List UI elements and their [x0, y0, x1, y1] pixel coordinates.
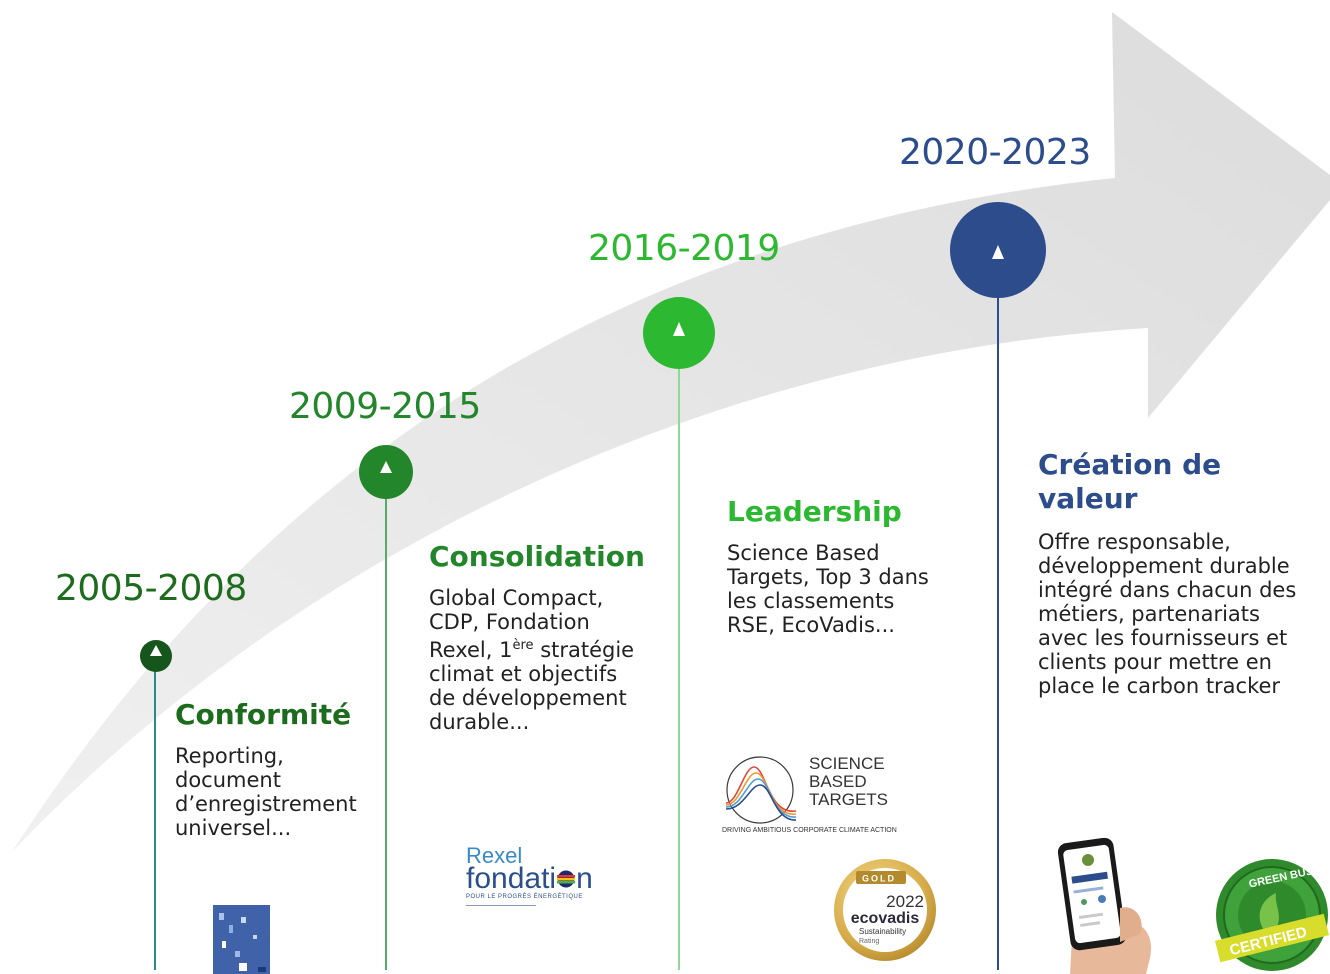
- stage-title: Leadership: [727, 495, 902, 528]
- sbt-tagline: DRIVING AMBITIOUS CORPORATE CLIMATE ACTI…: [722, 827, 897, 834]
- stage-description-part: Global Compact, CDP, Fondation Rexel, 1: [429, 586, 604, 662]
- arrowhead-icon: [150, 645, 162, 656]
- ecovadis-gold-medal: GOLD 2022 ecovadis Sustainability Rating: [834, 859, 936, 961]
- period-label-2020: 2020-2023: [899, 132, 1091, 173]
- period-label-2009: 2009-2015: [289, 386, 481, 427]
- superscript: ère: [512, 638, 534, 653]
- stage-block-creation-valeur: Création de valeur Offre responsable, dé…: [1038, 448, 1330, 698]
- fondation-o-icon: [557, 870, 576, 888]
- arrowhead-icon: [992, 245, 1004, 259]
- stage-block-leadership: Leadership Science Based Targets, Top 3 …: [727, 495, 977, 637]
- green-business-certified-badge: GREEN BUSINESS CERTIFIED: [1215, 858, 1330, 971]
- period-label-2016: 2016-2019: [588, 228, 780, 269]
- rexel-wordmark: Rexel: [466, 843, 523, 868]
- sbt-line: SCIENCE: [809, 754, 885, 773]
- stage-title: Consolidation: [429, 540, 645, 573]
- stage-description: Science Based Targets, Top 3 dans les cl…: [727, 541, 929, 637]
- carbon-tracker-phone-image: [1057, 838, 1152, 974]
- rexel-tagline: POUR LE PROGRÈS ÉNERGÉTIQUE: [466, 894, 583, 900]
- rexel-divider: [466, 905, 536, 906]
- sbt-line: TARGETS: [809, 790, 889, 809]
- stage-description-part: stratégie climat et objectifs de dévelop…: [429, 638, 635, 734]
- fondation-wordmark: fondati n: [466, 862, 646, 895]
- stage-description: Offre responsable, développement durable…: [1038, 530, 1297, 698]
- sbt-wordmark: SCIENCE BASED TARGETS: [809, 755, 888, 809]
- arrowhead-icon: [673, 322, 685, 336]
- rexel-fondation-logo: Rexel fondati n POUR LE PROGRÈS ÉNERGÉTI…: [466, 843, 646, 906]
- period-label-2005: 2005-2008: [55, 568, 247, 609]
- fondation-text: fondati: [466, 862, 557, 895]
- stage-title: Création de valeur: [1038, 448, 1222, 515]
- ecovadis-gold-label: GOLD: [862, 874, 896, 884]
- registration-document-cover-image: [213, 905, 270, 974]
- stage-description: Global Compact, CDP, Fondation Rexel, 1è…: [429, 586, 669, 734]
- arrowhead-icon: [380, 461, 392, 473]
- stage-title: Conformité: [175, 698, 352, 731]
- stage-description: Reporting, document d’enregistrement uni…: [175, 744, 357, 840]
- stage-block-conformite: Conformité Reporting, document d’enregis…: [175, 698, 390, 840]
- sbt-curve-icon: [725, 756, 797, 824]
- ecovadis-subtitle: Sustainability: [859, 927, 906, 936]
- ecovadis-wordmark: ecovadis: [851, 910, 920, 927]
- science-based-targets-logo: SCIENCE BASED TARGETS DRIVING AMBITIOUS …: [720, 755, 897, 835]
- stage-block-consolidation: Consolidation Global Compact, CDP, Fonda…: [429, 540, 669, 734]
- ecovadis-year: 2022: [886, 892, 924, 911]
- fondation-text-end: n: [576, 862, 593, 895]
- ecovadis-subtitle: Rating: [859, 938, 879, 945]
- sbt-line: BASED: [809, 772, 867, 791]
